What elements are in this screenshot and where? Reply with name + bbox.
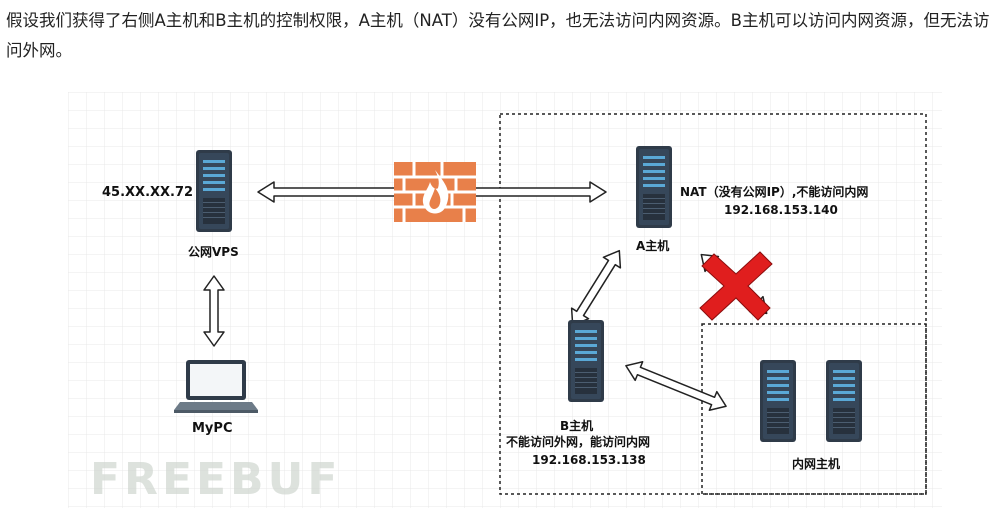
hostB-label: B主机	[560, 418, 593, 433]
hostB-description: 不能访问外网，能访问内网	[506, 434, 650, 449]
hostA-label: A主机	[636, 238, 669, 253]
hostA-ip: 192.168.153.140	[724, 203, 838, 217]
hostA-hostB-arrow	[570, 249, 622, 327]
vps-label: 公网VPS	[188, 245, 239, 259]
target-network-boundary	[499, 113, 927, 495]
intranet-label: 内网主机	[792, 456, 840, 471]
intranet-server-icon-1	[760, 360, 796, 442]
laptop-icon	[174, 360, 258, 413]
network-diagram: FREEBUF 45.XX.XX.72 公网VPS MyPC	[68, 92, 942, 508]
hostA-server-icon	[636, 146, 672, 228]
intranet-server-icon-2	[826, 360, 862, 442]
hostA-description: NAT（没有公网IP）,不能访问内网	[680, 184, 868, 199]
blocked-cross-icon	[699, 251, 773, 321]
vps-server-icon	[196, 150, 232, 232]
firewall-icon	[394, 162, 476, 222]
intranet-boundary	[701, 323, 927, 495]
hostB-ip: 192.168.153.138	[532, 453, 646, 467]
hostB-intranet-arrow	[625, 360, 727, 412]
vps-mypc-arrow	[203, 275, 225, 347]
vps-ip-label: 45.XX.XX.72	[102, 185, 193, 200]
mypc-label: MyPC	[192, 421, 232, 436]
hostB-server-icon	[568, 320, 604, 402]
watermark: FREEBUF	[90, 454, 341, 505]
intro-paragraph: 假设我们获得了右侧A主机和B主机的控制权限，A主机（NAT）没有公网IP，也无法…	[6, 11, 990, 60]
